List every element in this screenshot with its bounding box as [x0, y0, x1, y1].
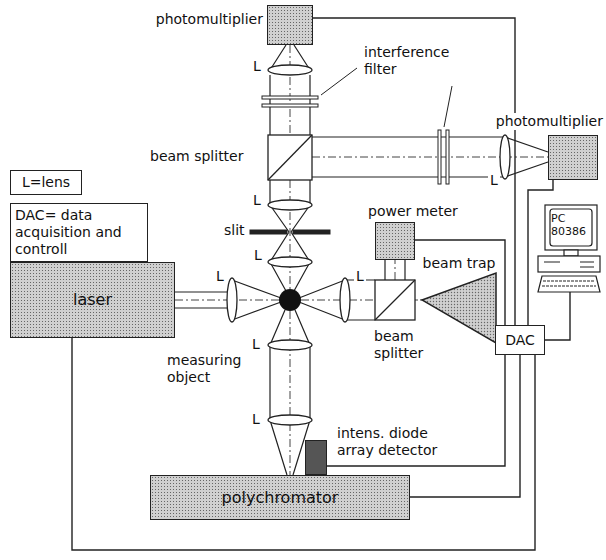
- node-text: power meter: [366, 203, 470, 220]
- signal-wire: [72, 338, 535, 550]
- lens-label: L: [251, 192, 263, 209]
- signal-wire: [528, 180, 553, 325]
- optical-axes: [175, 45, 548, 475]
- lenses: [227, 65, 510, 425]
- drawing-stroke: [542, 281, 596, 286]
- drawing-stroke: [268, 65, 312, 75]
- drawing-stroke: [268, 135, 312, 180]
- light-rays: [175, 45, 548, 475]
- drawing-stroke: [340, 278, 350, 322]
- node-text: L=lens: [18, 174, 74, 191]
- drawing-stroke: [268, 200, 312, 210]
- legend-box: DAC= data acquisition and controll: [10, 203, 148, 262]
- part-label: interference filter: [362, 44, 476, 78]
- drawing-stroke: [250, 230, 287, 234]
- node-text: beam trap: [420, 255, 498, 272]
- part-label: beam splitter: [372, 328, 448, 362]
- drawing-stroke: [327, 355, 505, 466]
- drawing-stroke: [293, 230, 330, 234]
- node-text: photomultiplier: [469, 113, 605, 130]
- part-label: beam splitter: [148, 148, 245, 165]
- drawing-stroke: [500, 135, 510, 179]
- drawing-stroke: [538, 256, 600, 272]
- lens-label: L: [251, 58, 263, 75]
- drawing-stroke: [268, 257, 312, 267]
- lens-label: L: [250, 336, 262, 353]
- power-meter-box: power meter: [375, 222, 415, 260]
- lens-label: L: [354, 268, 366, 285]
- node-text: DAC= data acquisition and controll: [11, 207, 147, 257]
- screen-text: PC 80386: [551, 212, 591, 238]
- drawing-stroke: [270, 310, 310, 475]
- node-text: polychromator: [218, 488, 343, 507]
- drawing-stroke: [538, 276, 600, 292]
- drawing-stroke: [270, 45, 310, 135]
- drawing-stroke: [72, 338, 535, 550]
- drawing-stroke: [545, 205, 597, 250]
- part-label: slit: [222, 222, 247, 239]
- drawing-stroke: [438, 130, 441, 184]
- photomultiplier-box: photomultiplier: [267, 5, 313, 45]
- drawing-stroke: [175, 260, 405, 320]
- photomultiplier-box: photomultiplier: [548, 135, 598, 180]
- drawing-stroke: [175, 45, 548, 475]
- drawing-stroke: [312, 137, 548, 177]
- dac-box: DAC: [495, 325, 545, 355]
- lens-label: L: [250, 411, 262, 428]
- measuring-object: [279, 289, 301, 311]
- lens-label: L: [214, 268, 226, 285]
- laser-box: laser: [10, 262, 175, 338]
- drawing-stroke: [564, 250, 578, 256]
- node-text: DAC: [501, 332, 539, 349]
- drawing-stroke: [268, 135, 312, 180]
- drawing-stroke: [528, 180, 553, 325]
- drawing-stroke: [262, 96, 318, 99]
- node-text: intens. diode array detector: [335, 425, 461, 459]
- lens-label: L: [488, 172, 500, 189]
- drawing-stroke: [375, 280, 415, 320]
- pc-cable: [545, 292, 570, 340]
- drawing-stroke: [375, 280, 415, 320]
- legend-box: L=lens: [10, 170, 82, 195]
- drawing-stroke: [227, 278, 237, 322]
- polychromator-box: polychromator: [150, 475, 410, 520]
- drawing-stroke: [262, 104, 318, 107]
- node-text: photomultiplier: [119, 11, 265, 28]
- detector-box: intens. diode array detector: [305, 440, 327, 475]
- drawing-stroke: [550, 209, 592, 246]
- drawing-stroke: [268, 415, 312, 425]
- drawing-stroke: [268, 340, 312, 350]
- signal-wire: [327, 355, 505, 466]
- node-text: laser: [69, 290, 116, 309]
- drawing-stroke: [446, 130, 449, 184]
- drawing-stroke: [270, 180, 310, 291]
- pc-symbol: [538, 205, 600, 292]
- part-label: measuring object: [165, 352, 269, 386]
- lens-label: L: [252, 247, 264, 264]
- drawing-stroke: [544, 262, 594, 267]
